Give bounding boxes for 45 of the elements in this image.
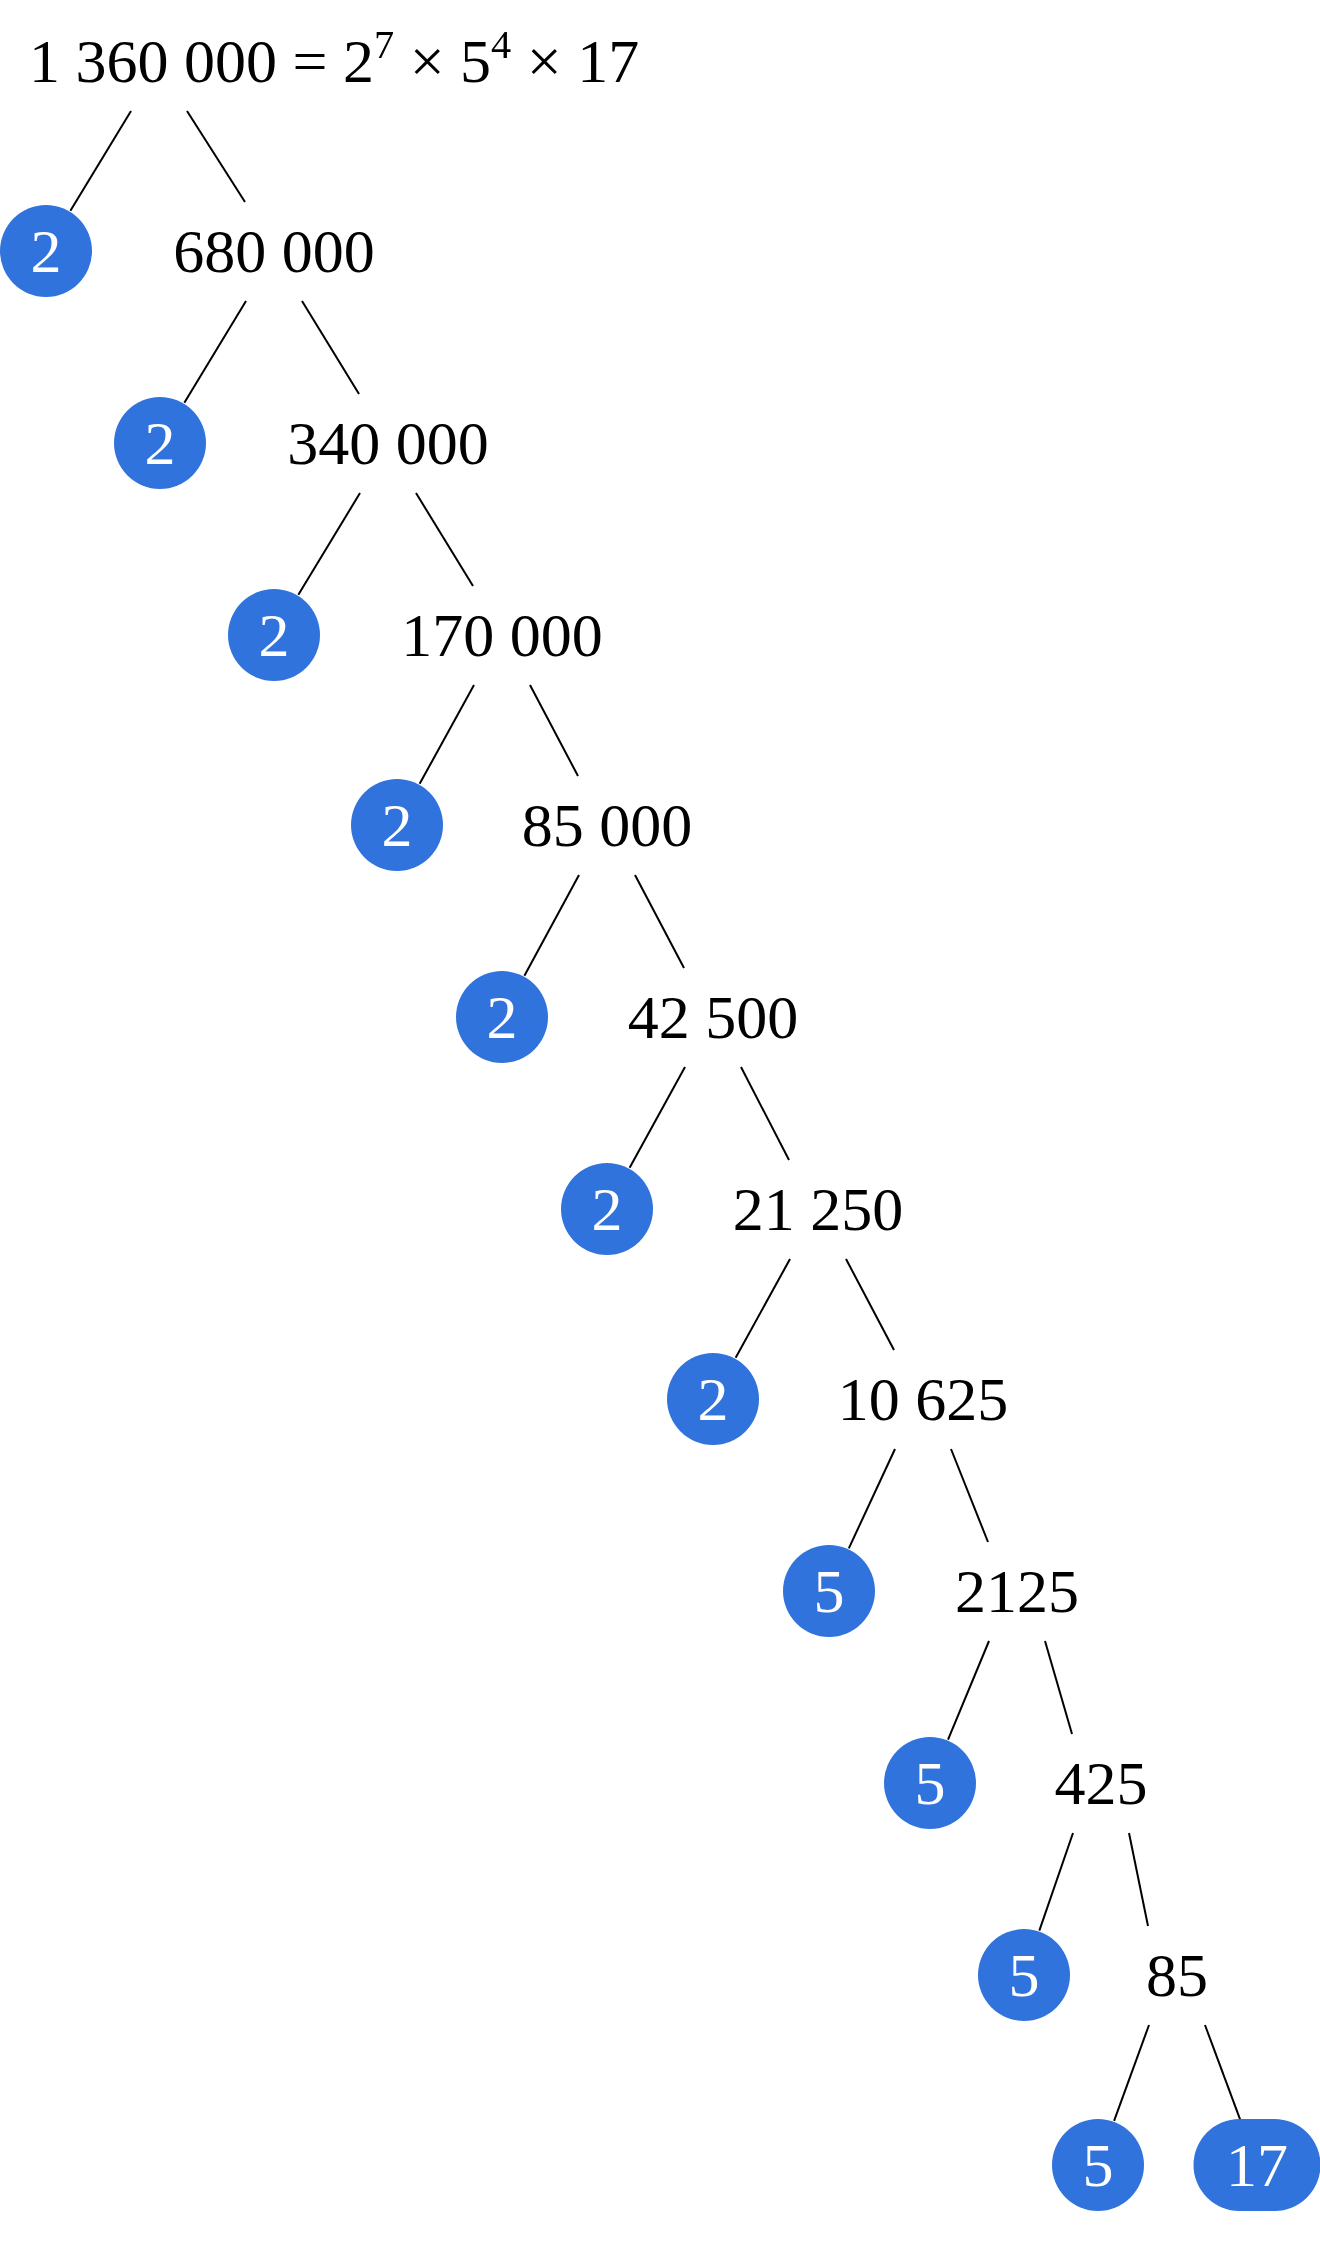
tree-branch-line bbox=[415, 492, 474, 587]
quotient-number: 680 000 bbox=[173, 220, 375, 282]
tree-branch-line bbox=[1044, 1640, 1073, 1735]
prime-factor-circle: 2 bbox=[456, 971, 548, 1063]
prime-factor-circle: 2 bbox=[667, 1353, 759, 1445]
quotient-number: 85 000 bbox=[521, 794, 693, 856]
prime-factor-circle: 2 bbox=[561, 1163, 653, 1255]
tree-branch-line bbox=[69, 110, 132, 212]
prime-factor-circle: 5 bbox=[978, 1929, 1070, 2021]
tree-branch-line bbox=[628, 1066, 686, 1169]
prime-factor-circle: 5 bbox=[783, 1545, 875, 1637]
quotient-number: 42 500 bbox=[627, 986, 799, 1048]
tree-branch-line bbox=[183, 300, 247, 404]
quotient-number: 170 000 bbox=[401, 604, 603, 666]
quotient-number: 425 bbox=[1054, 1752, 1148, 1814]
quotient-number: 340 000 bbox=[287, 412, 489, 474]
quotient-number: 85 bbox=[1146, 1944, 1208, 2006]
tree-branch-line bbox=[523, 874, 580, 977]
prime-factor-pill: 17 bbox=[1193, 2119, 1320, 2211]
tree-branch-line bbox=[634, 874, 685, 969]
tree-branch-line bbox=[847, 1448, 896, 1550]
tree-branch-line bbox=[845, 1258, 895, 1351]
tree-branch-line bbox=[1128, 1832, 1149, 1927]
tree-branch-line bbox=[1204, 2024, 1242, 2122]
prime-factor-circle: 5 bbox=[884, 1737, 976, 1829]
tree-branch-line bbox=[947, 1640, 990, 1741]
tree-branch-line bbox=[1113, 2024, 1150, 2122]
prime-factor-circle: 2 bbox=[351, 779, 443, 871]
prime-factor-circle: 2 bbox=[0, 205, 92, 297]
tree-branch-line bbox=[301, 300, 360, 395]
tree-branch-line bbox=[418, 684, 475, 785]
factorization-equation: 1 360 000 = 2$^{7}$ × 5$^{4}$ × 17 bbox=[29, 30, 640, 92]
quotient-number: 21 250 bbox=[732, 1178, 904, 1240]
tree-branch-line bbox=[186, 110, 246, 203]
tree-branch-line bbox=[297, 492, 361, 596]
prime-factor-circle: 5 bbox=[1052, 2119, 1144, 2211]
tree-branch-line bbox=[529, 684, 579, 777]
prime-factor-circle: 2 bbox=[114, 397, 206, 489]
prime-factor-circle: 2 bbox=[228, 589, 320, 681]
tree-branch-line bbox=[734, 1258, 791, 1359]
tree-branch-line bbox=[950, 1448, 989, 1543]
tree-branch-line bbox=[740, 1066, 790, 1161]
tree-branch-line bbox=[1038, 1832, 1074, 1932]
quotient-number: 2125 bbox=[955, 1560, 1079, 1622]
quotient-number: 10 625 bbox=[837, 1368, 1009, 1430]
